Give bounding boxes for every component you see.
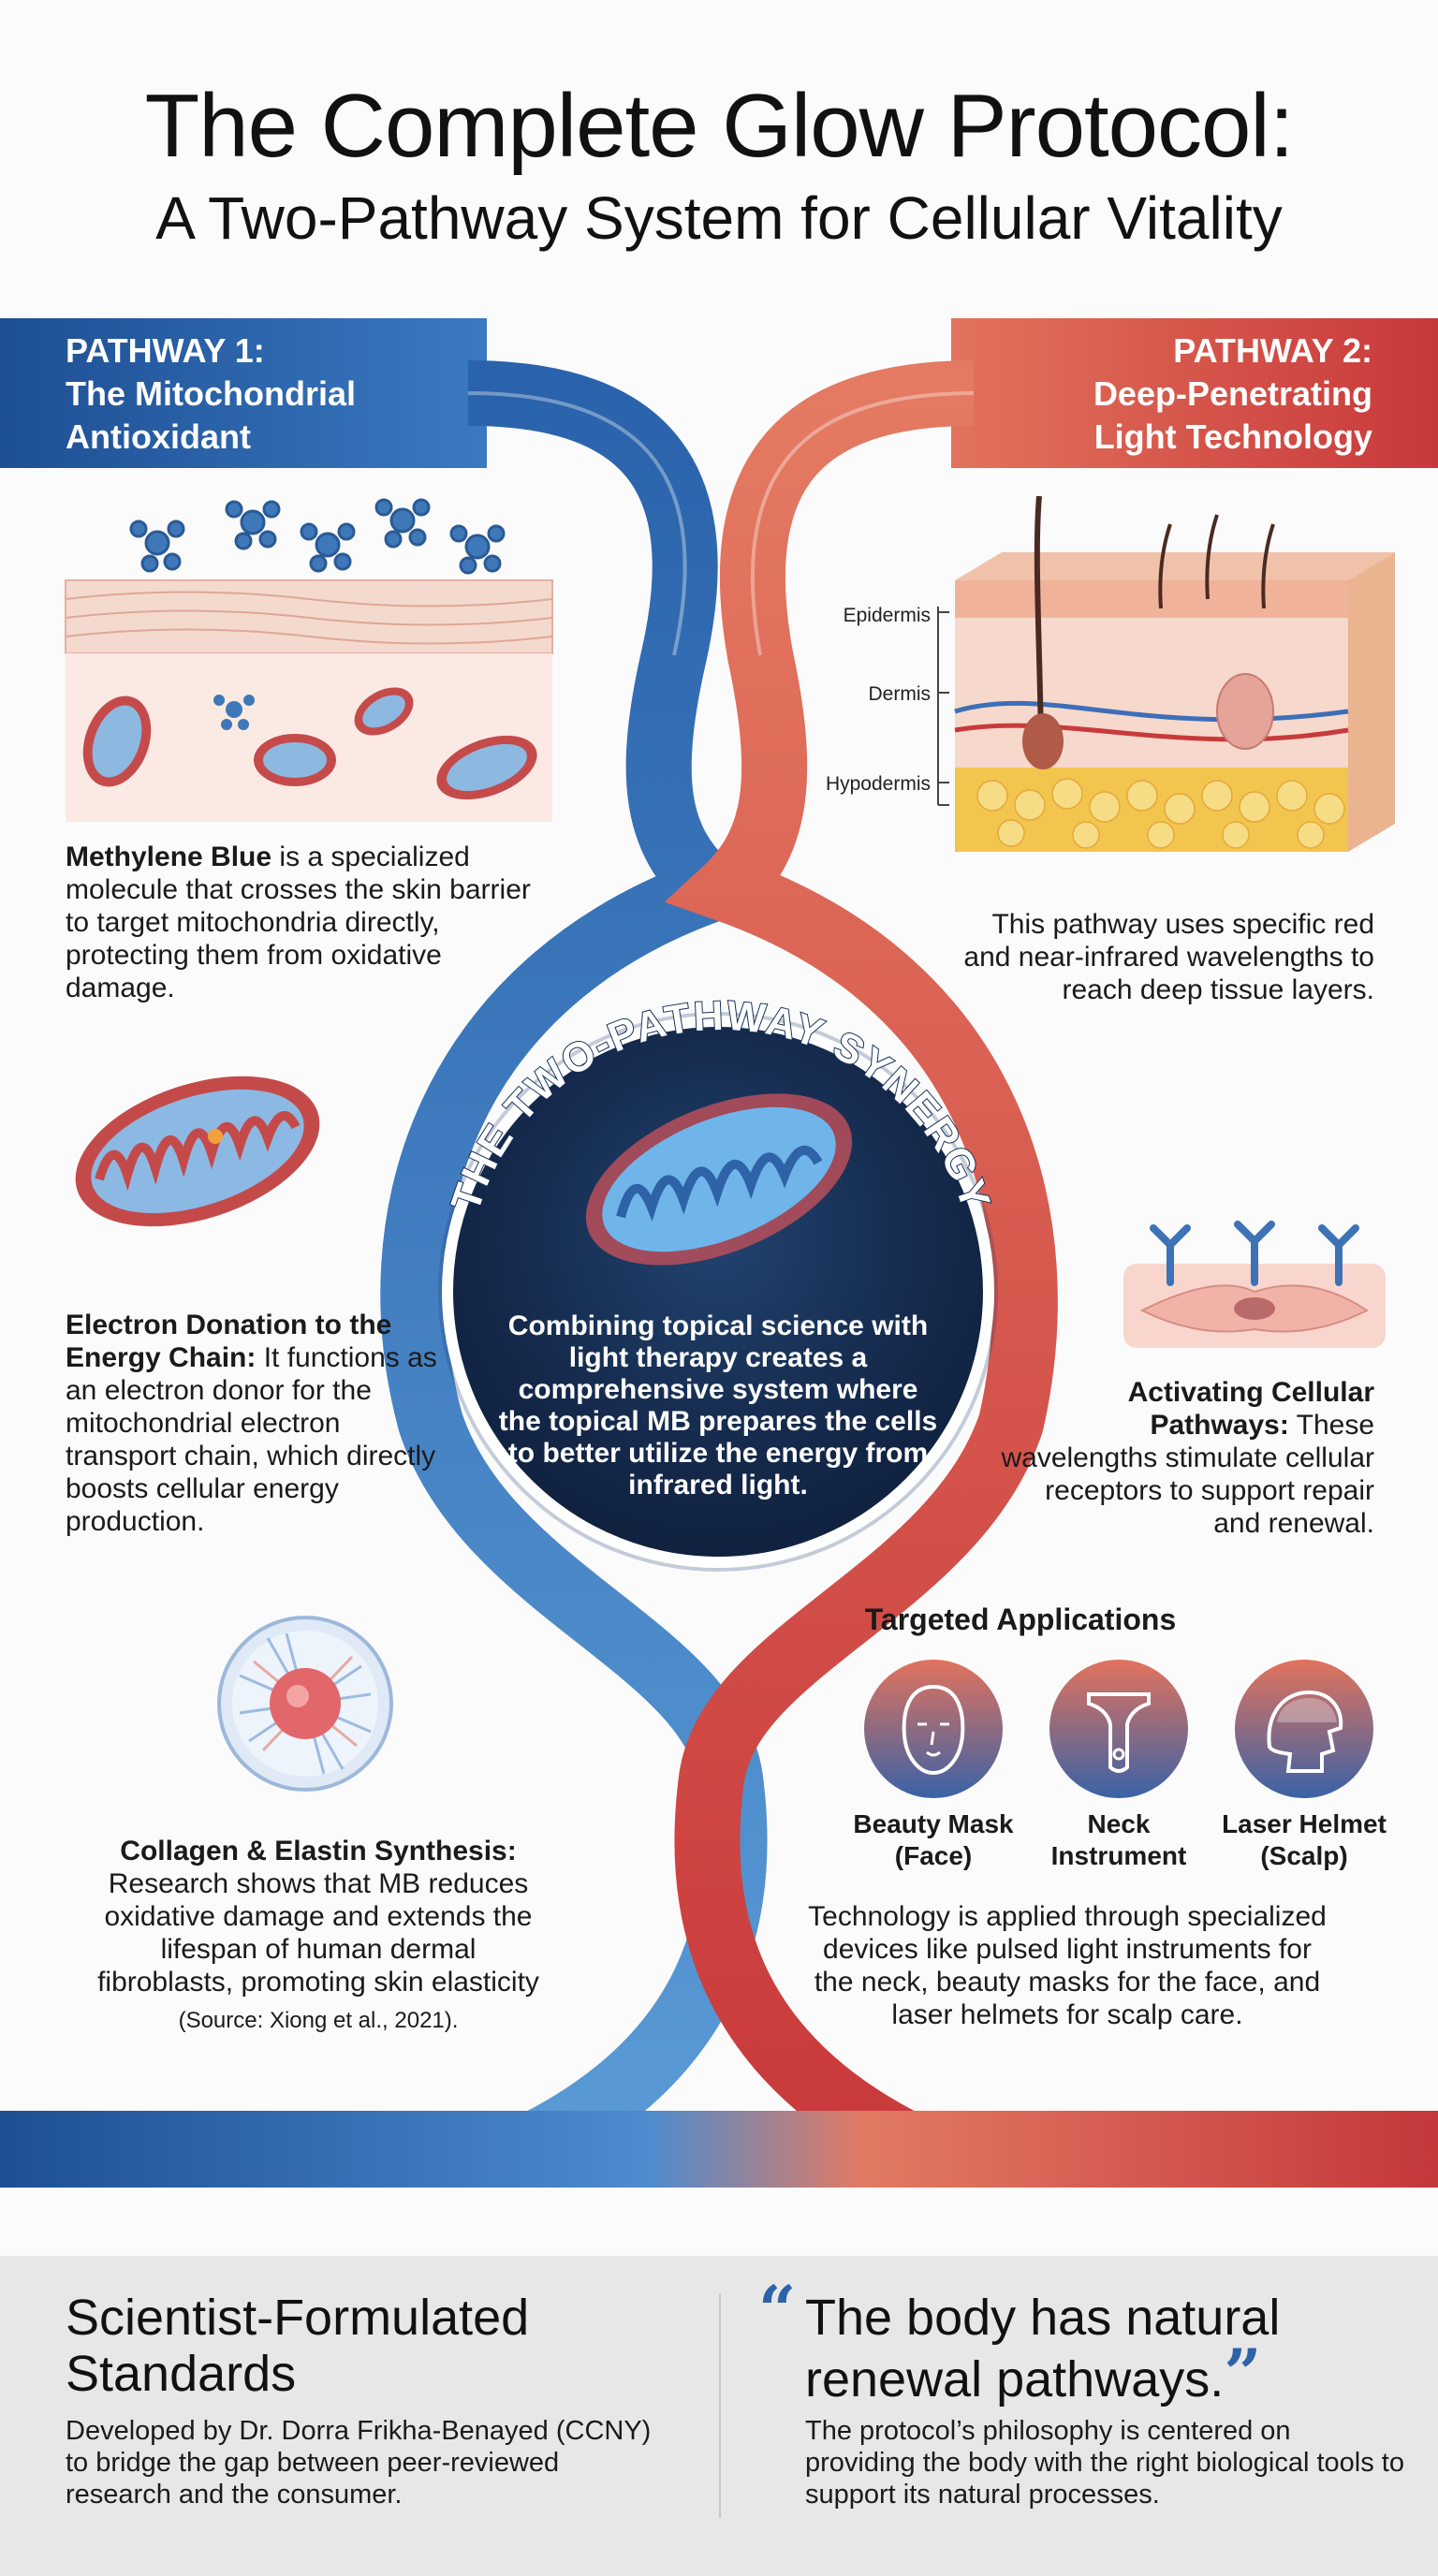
skin-cross-section-illustration <box>937 496 1395 852</box>
dermis-label: Dermis <box>868 683 932 705</box>
scientist-standards-text: Developed by Dr. Dorra Frikha-Benayed (C… <box>66 2416 652 2510</box>
philosophy-text: The protocol’s philosophy is centered on… <box>805 2416 1404 2510</box>
face-mask-icon <box>864 1660 1003 1798</box>
molecule-icon <box>129 498 506 575</box>
hypodermis-label: Hypodermis <box>825 773 931 795</box>
technology-application-description: Technology is applied through specialize… <box>808 1901 1327 2030</box>
red-strand <box>664 360 1438 2182</box>
source-citation: (Source: Xiong et al., 2021). <box>178 2008 459 2033</box>
pathway2-band <box>951 318 1438 468</box>
receptor-icon <box>1150 1221 1359 1286</box>
pathway1-band <box>0 318 487 468</box>
footer-divider <box>719 2293 721 2518</box>
helmet-icon <box>1235 1660 1373 1798</box>
mitochondrion-icon <box>82 687 537 800</box>
quote-close-icon: ” <box>1224 2334 1262 2412</box>
neck-device-icon <box>1049 1660 1188 1798</box>
bottom-band <box>0 2111 1438 2188</box>
synergy-description: Combining topical science with light the… <box>498 1310 938 1500</box>
page-title: The Complete Glow Protocol: <box>144 76 1295 176</box>
device-laser-helmet-label: Laser Helmet(Scalp) <box>1222 1809 1387 1870</box>
fibroblast-cell-icon <box>217 1616 393 1792</box>
methylene-blue-description: Methylene Blue is a specialized molecule… <box>66 842 531 1003</box>
collagen-description: Collagen & Elastin Synthesis: Research s… <box>94 1835 543 2037</box>
skin-mitochondria-illustration <box>65 498 553 822</box>
epidermis-label: Epidermis <box>843 605 931 626</box>
device-beauty-mask-label: Beauty Mask(Face) <box>853 1809 1014 1870</box>
quote-heading: “The body has natural renewal pathways.” <box>758 2271 1281 2412</box>
targeted-applications-heading: Targeted Applications <box>864 1603 1177 1636</box>
cell-receptor-illustration <box>1123 1221 1386 1348</box>
quote-open-icon: “ <box>758 2271 797 2349</box>
light-pathway-description: This pathway uses specific red and near-… <box>963 909 1374 1005</box>
page-subtitle: A Two-Pathway System for Cellular Vitali… <box>155 184 1283 252</box>
activating-pathways-description: Activating Cellular Pathways: These wave… <box>1001 1377 1374 1539</box>
electron-donation-description: Electron Donation to the Energy Chain: I… <box>66 1310 437 1537</box>
glowing-mitochondrion-icon <box>585 1093 853 1266</box>
mitochondrion-icon <box>75 1076 320 1227</box>
